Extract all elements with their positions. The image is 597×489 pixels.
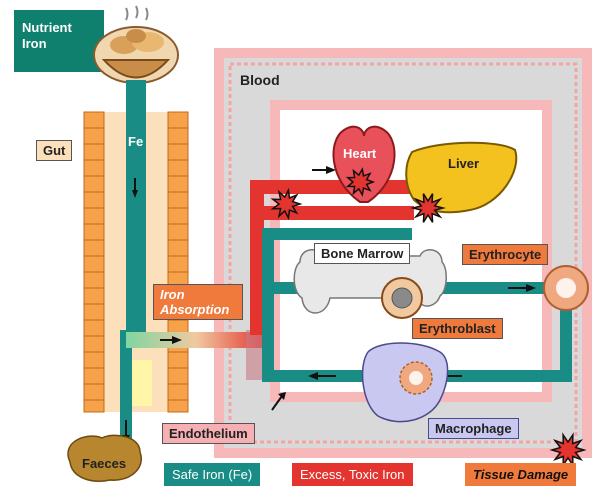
- gut-wall-left: [84, 112, 104, 412]
- bone-marrow-label: Bone Marrow: [314, 243, 410, 264]
- gut-wall-right: [168, 112, 188, 412]
- legend-toxic-iron: Excess, Toxic Iron: [292, 463, 413, 486]
- legend-tissue-damage: Tissue Damage: [465, 463, 576, 486]
- endothelium-strip: [246, 330, 262, 380]
- endothelium-label: Endothelium: [162, 423, 255, 444]
- gut-iron-channel: [126, 80, 146, 338]
- gut-label: Gut: [36, 140, 72, 161]
- erythroblast-label: Erythroblast: [412, 318, 503, 339]
- heart-label: Heart: [343, 146, 376, 161]
- erythroblast-nucleus: [392, 288, 412, 308]
- macrophage-label: Macrophage: [428, 418, 519, 439]
- legend-safe-iron: Safe Iron (Fe): [164, 463, 260, 486]
- iron-absorption-band: [126, 332, 266, 348]
- blood-label: Blood: [240, 72, 280, 88]
- nutrient-iron-label: Nutrient Iron: [22, 20, 72, 52]
- iron-absorption-label: Iron Absorption: [153, 284, 243, 320]
- food-basket-icon: [94, 6, 178, 83]
- liver-label: Liver: [448, 156, 479, 171]
- erythrocyte-label: Erythrocyte: [462, 244, 548, 265]
- faeces-label: Faeces: [82, 456, 126, 471]
- fe-label: Fe: [128, 134, 143, 149]
